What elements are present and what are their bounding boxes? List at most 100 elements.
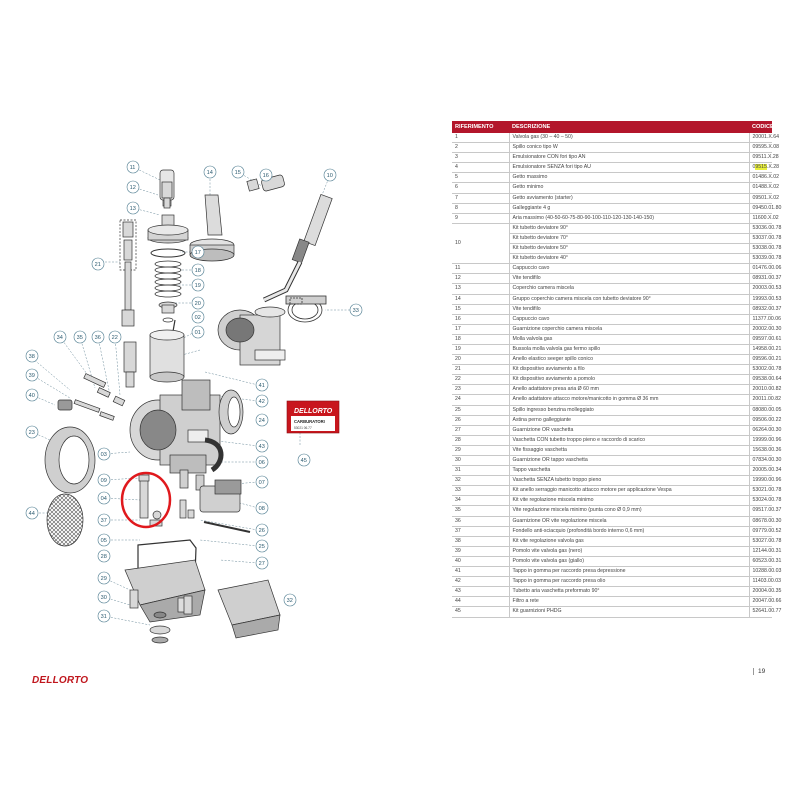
- cell-riferimento: 27: [452, 425, 510, 436]
- svg-text:34: 34: [57, 335, 63, 341]
- part-bowl-screws: [129, 589, 193, 644]
- cell-codice: 09506.00.22: [749, 415, 781, 426]
- svg-text:03: 03: [101, 452, 107, 458]
- svg-text:21: 21: [95, 262, 101, 268]
- cell-codice: 20010.00.82: [749, 384, 781, 396]
- cell-riferimento: 25: [452, 405, 510, 416]
- cell-riferimento: 1: [452, 133, 510, 144]
- callout-09: 09: [97, 473, 111, 487]
- cell-riferimento: 37: [452, 526, 510, 537]
- cell-descrizione: Spillo ingresso benzina molleggiato: [509, 405, 750, 416]
- cell-codice: 08678.00.30: [749, 516, 781, 527]
- callout-03: 03: [97, 447, 111, 461]
- svg-text:15: 15: [235, 170, 241, 176]
- svg-text:20: 20: [195, 301, 201, 307]
- cell-codice: 20001.X.64: [749, 133, 779, 144]
- cell-codice: 11377.00.06: [749, 314, 781, 325]
- callout-32: 32: [283, 593, 297, 607]
- svg-text:09: 09: [101, 478, 107, 484]
- cell-codice: 09538.00.64: [749, 374, 781, 386]
- part-intake-body: [217, 306, 286, 366]
- callout-29: 29: [97, 571, 111, 585]
- cell-descrizione: Vite regolazione miscela minimo (punta c…: [509, 505, 750, 517]
- cell-descrizione: Getto minimo: [509, 182, 750, 194]
- callout-40: 40: [25, 388, 39, 402]
- callout-24: 24: [255, 413, 269, 427]
- svg-text:27: 27: [259, 561, 265, 567]
- cell-codice: 19990.00.96: [749, 475, 781, 487]
- callout-35: 35: [73, 330, 87, 344]
- part-carburettor-body: [129, 379, 229, 474]
- code-suffix: .X.28: [766, 164, 780, 171]
- svg-text:06: 06: [259, 460, 265, 466]
- part-adjusting-screws: [57, 373, 126, 421]
- table-row: Kit tubetto deviatore 50°53038.00.78: [452, 243, 781, 255]
- cell-riferimento: 35: [452, 505, 510, 517]
- cell-codice: 09511.X.28: [749, 152, 779, 164]
- cell-codice: 53027.00.78: [749, 536, 781, 547]
- cell-riferimento: 17: [452, 324, 510, 335]
- svg-text:37: 37: [101, 518, 107, 524]
- cell-codice: 08080.00.05: [749, 405, 781, 416]
- part-float: [179, 469, 251, 533]
- callout-28: 28: [97, 549, 111, 563]
- cell-descrizione: Vite tendifilo: [509, 273, 750, 285]
- cell-descrizione: Getto avviamento (starter): [509, 193, 750, 204]
- cell-descrizione: Kit vite regolazione valvola gas: [509, 536, 750, 547]
- cell-descrizione: Valvola gas (30 – 40 – 50): [509, 133, 750, 144]
- svg-text:42: 42: [259, 399, 265, 405]
- callout-39: 39: [25, 368, 39, 382]
- cell-riferimento: 13: [452, 283, 510, 295]
- cell-descrizione: Anello elastico seeger spillo conico: [509, 354, 750, 366]
- callout-41: 41: [255, 378, 269, 392]
- svg-text:30: 30: [101, 595, 107, 601]
- part-deviator-tube: [262, 194, 333, 303]
- svg-text:04: 04: [101, 496, 107, 502]
- svg-text:29: 29: [101, 576, 107, 582]
- header-codice: CODICE: [749, 121, 774, 133]
- cell-codice: 09501.X.02: [749, 193, 779, 204]
- callout-42: 42: [255, 394, 269, 408]
- cell-descrizione: Guarnizione OR tappo vaschetta: [509, 455, 750, 467]
- cell-riferimento: 21: [452, 364, 510, 376]
- cell-riferimento: 30: [452, 455, 510, 467]
- svg-text:12: 12: [130, 185, 136, 191]
- cell-riferimento: 45: [452, 606, 510, 618]
- part-cover-gasket: [150, 248, 186, 258]
- svg-text:01: 01: [195, 330, 201, 336]
- code-prefix: 0: [752, 164, 756, 171]
- svg-text:25: 25: [259, 544, 265, 550]
- cell-codice: 09779.00.52: [749, 526, 781, 537]
- cell-riferimento: 3: [452, 152, 510, 164]
- cell-descrizione: Coperchio camera miscela: [509, 283, 750, 295]
- cell-codice: 20003.00.53: [749, 283, 781, 295]
- cell-codice: 19993.00.53: [749, 294, 781, 305]
- callout-12: 12: [126, 180, 140, 194]
- callout-25: 25: [255, 539, 269, 553]
- cell-codice: 01486.X.02: [749, 172, 779, 184]
- callout-14: 14: [203, 165, 217, 179]
- svg-text:16: 16: [263, 173, 269, 179]
- cell-descrizione: Cappuccio cavo: [509, 314, 750, 325]
- cell-descrizione: Vite tendifilo: [509, 304, 750, 315]
- cell-descrizione: Vaschetta SENZA tubetto troppo pieno: [509, 475, 750, 487]
- callout-20: 20: [191, 296, 205, 310]
- callout-44: 44: [25, 506, 39, 520]
- cell-codice: 53021.00.78: [749, 485, 781, 497]
- cell-codice: 20002.00.30: [749, 324, 781, 335]
- svg-text:10: 10: [327, 173, 333, 179]
